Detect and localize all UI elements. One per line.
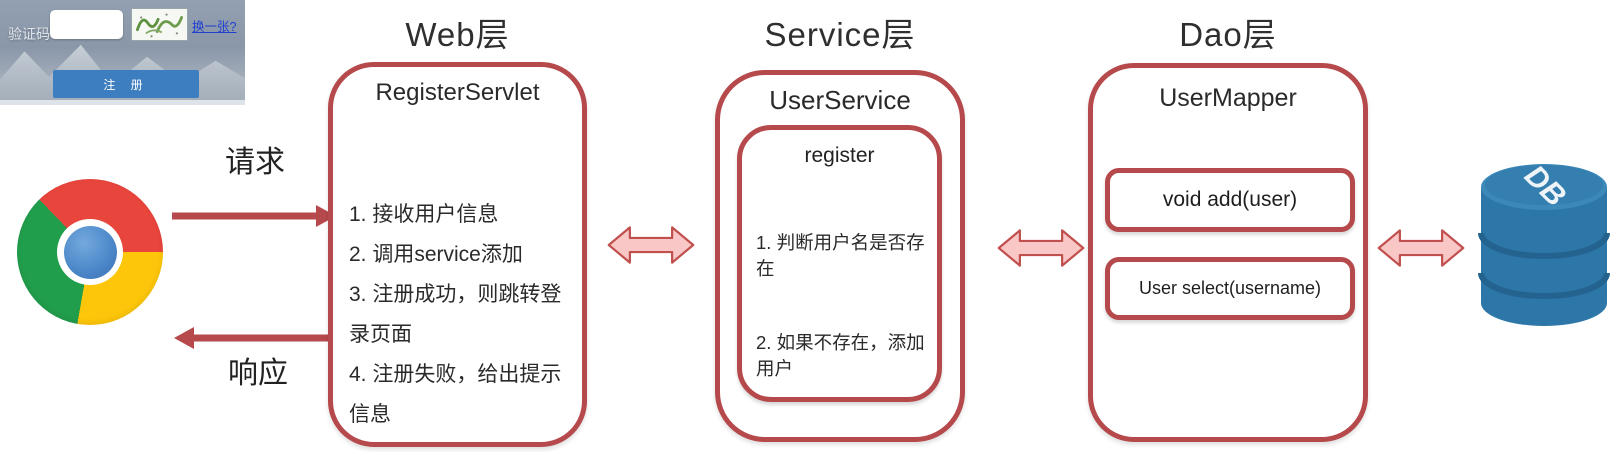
user-service-label: UserService (769, 85, 911, 115)
chrome-icon-ring (57, 219, 123, 285)
web-step: 1. 接收用户信息 (349, 203, 499, 226)
dao-layer-title: Dao层 (1179, 16, 1277, 53)
register-servlet-label: RegisterServlet (375, 79, 540, 106)
user-mapper-label: UserMapper (1159, 84, 1297, 112)
change-captcha-link[interactable]: 换一张? (192, 20, 237, 34)
database-icon: DB (1471, 145, 1615, 343)
dao-db-arrow (1377, 229, 1465, 267)
service-dao-arrow (997, 229, 1085, 267)
captcha-label: 验证码 (8, 26, 50, 42)
request-label: 请求 (225, 146, 285, 179)
captcha-image[interactable] (131, 8, 188, 41)
register-button[interactable]: 注 册 (53, 70, 199, 98)
captcha-input[interactable] (50, 10, 123, 39)
chrome-browser-icon (17, 179, 163, 325)
web-step: 4. 注册失败，给出提示信息 (349, 363, 562, 426)
web-layer-title: Web层 (405, 16, 510, 53)
request-arrow (172, 205, 336, 227)
register-method-label: register (804, 144, 875, 167)
select-method-box: User select(username) (1105, 257, 1355, 320)
web-steps-list: 1. 接收用户信息 2. 调用service添加 3. 注册成功，则跳转登录页面… (333, 195, 582, 435)
service-layer-title: Service层 (764, 16, 916, 53)
web-layer-box: RegisterServlet 1. 接收用户信息 2. 调用service添加… (328, 62, 587, 447)
chrome-icon-center (63, 225, 117, 279)
web-step: 3. 注册成功，则跳转登录页面 (349, 283, 562, 346)
response-arrow (174, 327, 340, 349)
web-step: 2. 调用service添加 (349, 243, 523, 266)
web-service-arrow (607, 226, 695, 264)
register-page-screenshot: 验证码 换一张? 注 册 (0, 0, 245, 105)
db-cylinder: DB (1478, 159, 1610, 326)
response-label: 响应 (228, 357, 288, 390)
register-method-box: register 1. 判断用户名是否存在 2. 如果不存在，添加用户 (737, 125, 942, 402)
dao-layer-box: UserMapper (1088, 63, 1368, 442)
service-step: 2. 如果不存在，添加用户 (756, 332, 925, 379)
add-method-box: void add(user) (1105, 168, 1355, 232)
service-step: 1. 判断用户名是否存在 (756, 232, 925, 279)
